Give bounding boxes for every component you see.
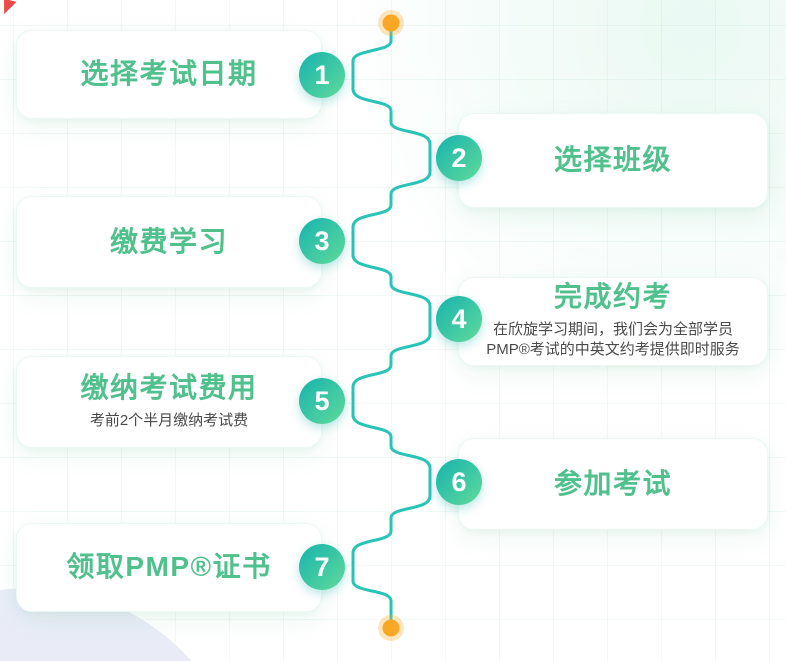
step-card-3: 缴费学习 (16, 196, 322, 288)
step-card-6: 参加考试 (458, 438, 768, 530)
step-subtitle-line: 考前2个半月缴纳考试费 (89, 411, 249, 429)
step-number-badge-1: 1 (299, 52, 345, 98)
step-title: 缴纳考试费用 (80, 371, 258, 403)
step-card-4: 完成约考 在欣旋学习期间，我们会为全部学员 PMP®考试的中英文约考提供即时服务 (458, 277, 768, 366)
step-card-7: 领取PMP®证书 (16, 523, 322, 612)
step-subtitle: 在欣旋学习期间，我们会为全部学员 PMP®考试的中英文约考提供即时服务 (486, 320, 740, 361)
red-corner-mark-icon (0, 0, 16, 16)
step-number-badge-2: 2 (436, 135, 482, 181)
timeline-end-dot-icon (382, 619, 400, 637)
step-card-5: 缴纳考试费用 考前2个半月缴纳考试费 (16, 356, 322, 448)
step-number: 5 (314, 385, 330, 416)
step-subtitle: 考前2个半月缴纳考试费 (90, 411, 248, 431)
step-title: 缴费学习 (109, 225, 228, 257)
step-title: 参加考试 (553, 467, 672, 499)
step-number-badge-3: 3 (299, 218, 345, 264)
step-number: 4 (451, 303, 467, 334)
step-title: 选择班级 (553, 144, 672, 176)
step-subtitle-line: PMP®考试的中英文约考提供即时服务 (486, 341, 740, 359)
step-number-badge-7: 7 (299, 544, 345, 590)
step-number-badge-5: 5 (299, 378, 345, 424)
step-title: 选择考试日期 (80, 58, 258, 90)
step-number-badge-6: 6 (436, 459, 482, 505)
step-number: 7 (314, 551, 330, 582)
step-subtitle-line: 在欣旋学习期间，我们会为全部学员 (492, 321, 733, 339)
step-card-2: 选择班级 (458, 113, 768, 208)
step-card-1: 选择考试日期 (16, 30, 322, 119)
step-number: 6 (451, 466, 467, 497)
step-title: 完成约考 (553, 281, 672, 313)
step-number-badge-4: 4 (436, 296, 482, 342)
timeline-end-dot-halo (378, 615, 404, 641)
step-title: 领取PMP®证书 (66, 551, 272, 583)
timeline-path (351, 29, 432, 621)
timeline-start-dot-halo (378, 10, 404, 36)
step-number: 3 (314, 225, 330, 256)
timeline-start-dot-icon (382, 14, 400, 32)
step-number: 2 (451, 142, 467, 173)
step-number: 1 (314, 59, 330, 90)
